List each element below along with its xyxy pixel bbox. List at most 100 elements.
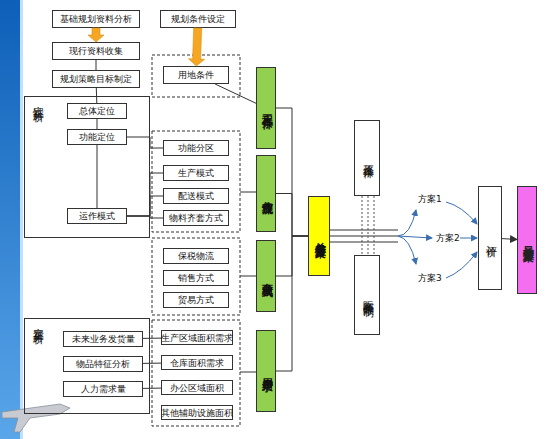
scheme-label: 方案1 xyxy=(418,193,442,206)
condition-box: 实际条件限制 xyxy=(354,255,380,335)
fan-arrow xyxy=(460,238,477,239)
box-label: 最佳布置方案 xyxy=(520,237,535,243)
block-arrow xyxy=(88,28,104,42)
connector-line xyxy=(276,194,308,237)
process-box: 基础规划资料分析 xyxy=(52,10,140,28)
flow-line xyxy=(330,242,398,243)
box-label: 运作模式 xyxy=(79,211,115,221)
box-label: 物料齐套方式 xyxy=(169,213,223,223)
box-label: 销售方式 xyxy=(178,273,214,283)
connector-line xyxy=(502,238,517,240)
fan-arrow xyxy=(398,236,416,264)
box-label: 总体布置方案 xyxy=(312,233,327,239)
process-box: 物品特征分析 xyxy=(63,356,143,372)
box-label: 办公区域面积 xyxy=(170,383,224,393)
process-box: 运作模式 xyxy=(67,208,127,224)
box-label: 功能分区 xyxy=(178,143,214,153)
box-label: 配送模式 xyxy=(178,191,214,201)
connector-line xyxy=(127,216,163,218)
box-label: 未来业务发货量 xyxy=(72,334,135,344)
group-link xyxy=(240,192,256,193)
box-label: 修正条件 xyxy=(360,156,375,160)
process-box: 规划策略目标制定 xyxy=(52,70,140,88)
process-box: 物料齐套方式 xyxy=(163,210,229,226)
box-label: 其他辅助设施面积 xyxy=(161,408,233,418)
process-box: 总体定位 xyxy=(67,103,127,119)
group-link xyxy=(240,372,256,373)
category-box: 商业模式 xyxy=(256,240,276,312)
process-box: 人力需求量 xyxy=(63,381,143,397)
box-label: 生产模式 xyxy=(178,168,214,178)
process-box: 贸易方式 xyxy=(163,292,229,308)
group-title: 定性分析 xyxy=(30,97,45,237)
process-box: 功能定位 xyxy=(67,129,127,145)
process-box: 未来业务发货量 xyxy=(63,331,143,347)
process-box: 保税物流 xyxy=(163,248,229,264)
plan-box: 总体布置方案 xyxy=(308,196,330,276)
box-label: 人力需求量 xyxy=(81,384,126,394)
process-box: 配送模式 xyxy=(163,188,229,204)
category-box: 作业流程 xyxy=(256,155,276,232)
box-label: 功能定位 xyxy=(79,132,115,142)
process-box: 规划条件设定 xyxy=(160,10,236,28)
connector-line xyxy=(276,108,308,236)
connector-line xyxy=(97,119,98,129)
box-label: 贸易方式 xyxy=(178,295,214,305)
connector-line xyxy=(96,88,98,103)
process-box: 生产区域面积需求 xyxy=(161,330,233,345)
connector-line xyxy=(96,60,97,70)
process-box: 功能分区 xyxy=(163,140,229,156)
box-label: 仓库面积需求 xyxy=(170,358,224,368)
box-label: 现行资料收集 xyxy=(69,46,123,56)
dashed-group xyxy=(152,55,240,97)
box-label: 实际条件限制 xyxy=(360,292,375,298)
result-box: 最佳布置方案 xyxy=(517,186,537,294)
connector-line xyxy=(276,236,308,276)
side-band xyxy=(0,0,20,439)
box-label: 总体定位 xyxy=(79,106,115,116)
box-label: 用地条件 xyxy=(178,70,214,80)
analysis-group: 定量分析 未来业务发货量物品特征分析人力需求量 xyxy=(24,318,150,414)
connector-line xyxy=(127,196,163,216)
process-box: 现行资料收集 xyxy=(52,42,140,60)
block-arrow xyxy=(189,28,205,66)
fan-arrow xyxy=(398,210,416,236)
condition-tick xyxy=(374,196,375,255)
evaluation-box: 评价 xyxy=(478,186,502,290)
connector-line xyxy=(127,173,163,216)
connector-line xyxy=(143,363,161,364)
box-label: 基础规划资料分析 xyxy=(60,14,132,24)
process-box: 生产模式 xyxy=(163,165,229,181)
connector-line xyxy=(127,137,163,148)
dashed-group xyxy=(152,238,240,315)
box-label: 作业流程 xyxy=(259,192,274,196)
box-label: 规划条件设定 xyxy=(171,14,225,24)
plane-illustration xyxy=(2,404,70,432)
connector-line xyxy=(143,338,161,339)
box-label: 物品特征分析 xyxy=(76,359,130,369)
process-box: 销售方式 xyxy=(163,270,229,286)
connector-line xyxy=(97,145,98,208)
flow-line xyxy=(330,230,398,231)
scheme-label: 方案3 xyxy=(418,272,442,285)
connector-line xyxy=(215,84,256,103)
box-label: 规划策略目标制定 xyxy=(60,74,132,84)
process-box: 用地条件 xyxy=(163,66,229,84)
side-stripe xyxy=(20,0,23,439)
fan-arrow xyxy=(446,202,477,224)
box-label: 评价 xyxy=(483,237,498,239)
process-box: 办公区域面积 xyxy=(161,380,233,395)
category-box: 工程条件 xyxy=(256,67,276,149)
flow-line xyxy=(330,236,398,237)
group-title: 定量分析 xyxy=(30,319,45,413)
box-label: 工程条件 xyxy=(259,106,274,110)
condition-tick xyxy=(362,196,363,255)
dashed-group xyxy=(152,131,240,232)
connector-line xyxy=(143,388,161,389)
box-label: 商业模式 xyxy=(259,274,274,278)
condition-tick xyxy=(368,196,369,255)
analysis-group: 定性分析 总体定位功能定位运作模式 xyxy=(24,96,150,238)
scheme-label: 方案2 xyxy=(436,232,460,245)
box-label: 用户需求 xyxy=(259,369,274,373)
process-box: 仓库面积需求 xyxy=(161,355,233,370)
